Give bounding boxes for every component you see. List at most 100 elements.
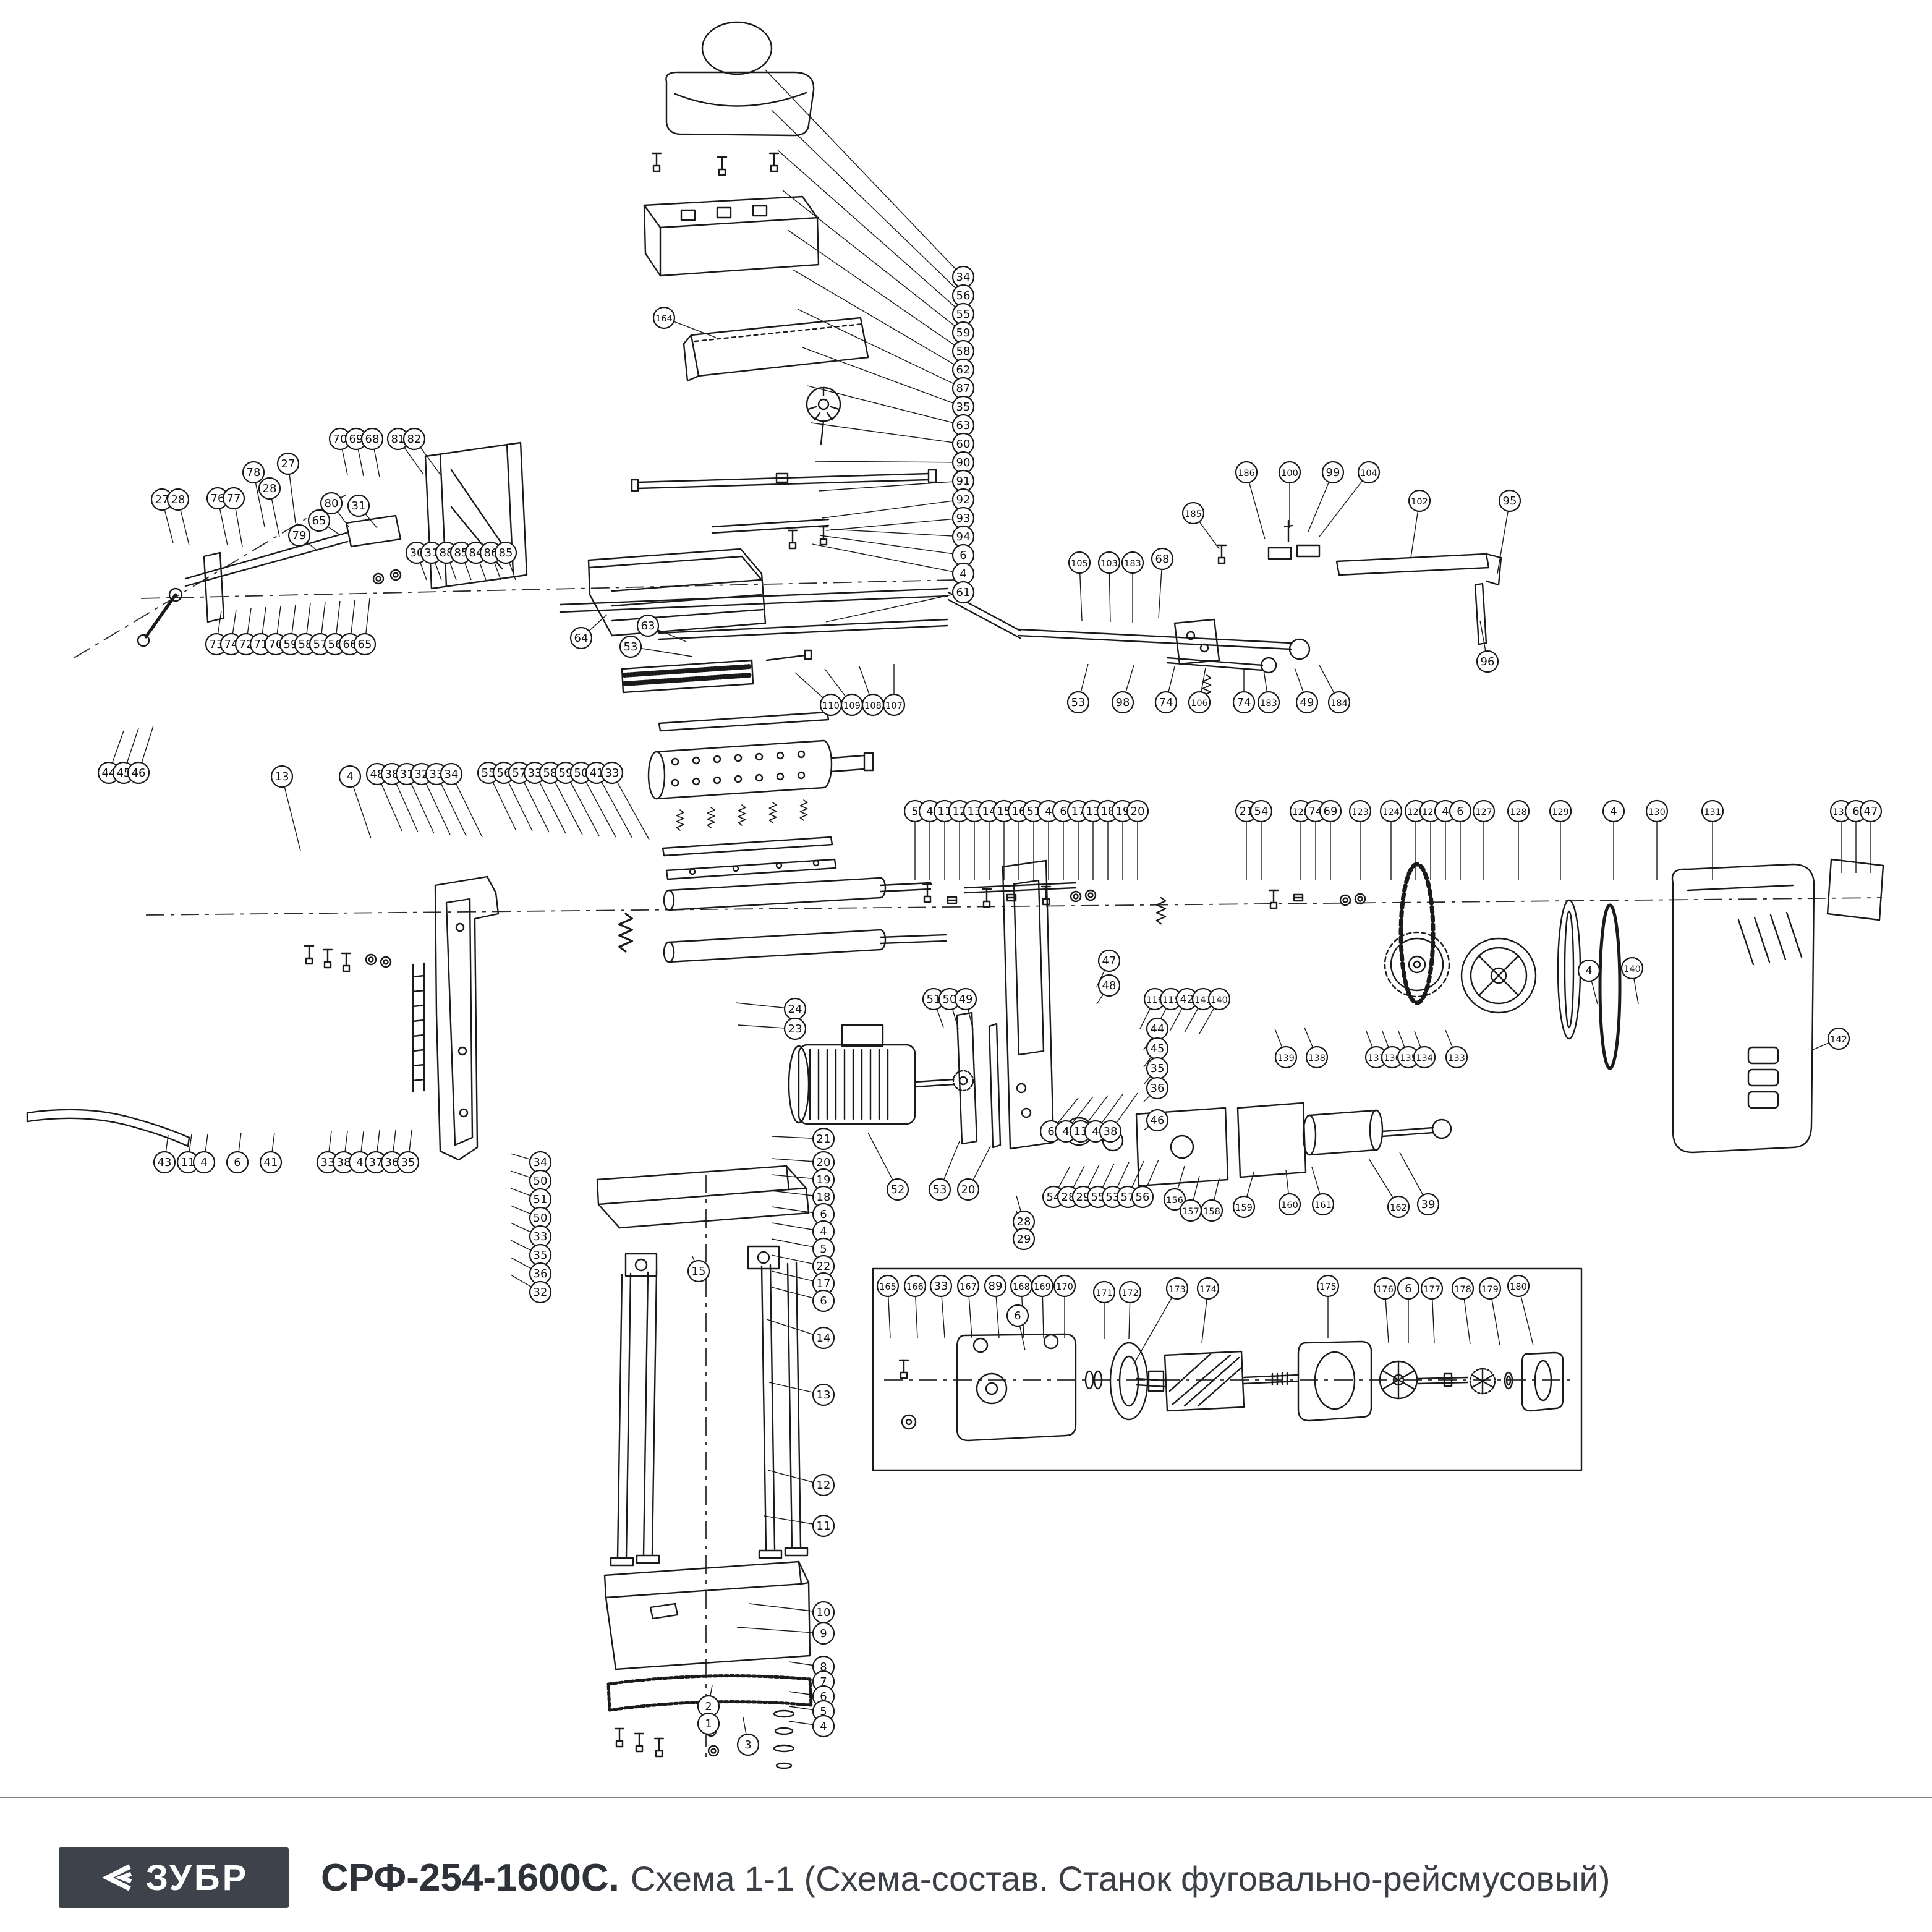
callout-20: 20 (956, 1178, 980, 1201)
callout-116: 116 (1143, 987, 1167, 1011)
svg-text:160: 160 (1281, 1201, 1298, 1211)
callout-136: 136 (1381, 1045, 1404, 1069)
svg-text:48: 48 (1102, 979, 1117, 992)
svg-text:158: 158 (1203, 1207, 1220, 1217)
svg-text:34: 34 (956, 271, 971, 284)
svg-text:18: 18 (817, 1191, 831, 1204)
callout-174: 174 (1196, 1277, 1220, 1300)
center-axes (74, 494, 1883, 1763)
svg-text:44: 44 (1151, 1023, 1165, 1036)
svg-text:3: 3 (744, 1738, 751, 1751)
svg-text:49: 49 (1300, 696, 1314, 709)
svg-text:32: 32 (415, 768, 429, 781)
callout-28: 28 (258, 477, 281, 500)
callout-161: 161 (1311, 1193, 1335, 1216)
svg-text:74: 74 (1159, 696, 1173, 709)
callout-68: 68 (1151, 547, 1174, 571)
svg-text:172: 172 (1121, 1288, 1139, 1298)
svg-text:94: 94 (956, 530, 971, 543)
callout-10: 10 (812, 1601, 835, 1624)
callout-78: 78 (242, 461, 265, 484)
callout-47: 47 (1859, 799, 1883, 823)
callout-6: 6 (226, 1151, 249, 1174)
callout-35: 35 (1146, 1057, 1169, 1080)
svg-text:4: 4 (1045, 805, 1052, 818)
callout-61: 61 (951, 581, 975, 604)
svg-text:46: 46 (132, 767, 146, 780)
callout-13: 13 (270, 765, 294, 788)
svg-text:53: 53 (1106, 1191, 1120, 1204)
callout-33: 33 (529, 1225, 552, 1248)
footer-divider (0, 1797, 1932, 1798)
callout-183: 183 (1121, 551, 1144, 574)
svg-text:47: 47 (1102, 955, 1117, 968)
svg-text:4: 4 (820, 1225, 827, 1238)
svg-text:5: 5 (911, 805, 918, 818)
callout-53: 53 (1066, 691, 1090, 714)
callout-22: 22 (812, 1254, 835, 1278)
callout-64: 64 (569, 626, 593, 650)
cutterblock-part (647, 711, 874, 880)
svg-text:39: 39 (1421, 1198, 1436, 1211)
callout-33: 33 (316, 1151, 339, 1174)
svg-text:50: 50 (534, 1212, 548, 1225)
svg-text:93: 93 (956, 512, 971, 525)
callout-100: 100 (1278, 461, 1301, 484)
svg-text:6: 6 (1405, 1282, 1411, 1295)
rear-fence-rail (1018, 519, 1502, 699)
callout-138: 138 (1305, 1045, 1329, 1069)
svg-text:157: 157 (1182, 1207, 1199, 1217)
callout-108: 108 (861, 693, 885, 717)
svg-text:168: 168 (1013, 1282, 1030, 1292)
svg-text:50: 50 (943, 993, 957, 1006)
housing-bolts (651, 152, 780, 176)
callout-179: 179 (1478, 1277, 1502, 1300)
callout-4: 4 (1577, 959, 1601, 982)
svg-text:12: 12 (953, 805, 967, 818)
svg-text:128: 128 (1510, 807, 1527, 817)
callout-3: 3 (736, 1733, 760, 1756)
callout-36: 36 (1146, 1076, 1169, 1100)
svg-text:161: 161 (1314, 1201, 1332, 1211)
svg-text:64: 64 (574, 632, 589, 645)
callout-54: 54 (1249, 799, 1273, 823)
callout-65: 65 (353, 632, 377, 656)
svg-text:58: 58 (299, 638, 313, 651)
callout-19: 19 (812, 1168, 835, 1191)
svg-text:68: 68 (365, 433, 380, 446)
callout-33: 33 (600, 761, 624, 785)
callout-168: 168 (1010, 1274, 1033, 1298)
svg-text:74: 74 (1237, 696, 1251, 709)
svg-text:57: 57 (513, 767, 527, 780)
svg-text:6: 6 (234, 1156, 240, 1169)
svg-text:130: 130 (1648, 807, 1666, 817)
svg-text:53: 53 (624, 640, 638, 653)
stand-assembly (596, 1165, 813, 1769)
callout-115: 115 (1159, 987, 1183, 1011)
svg-text:88: 88 (440, 547, 454, 560)
handle-part (26, 1109, 190, 1147)
callout-130: 130 (1645, 799, 1669, 823)
callout-53: 53 (619, 635, 642, 658)
zubr-logo-mark (101, 1864, 132, 1891)
callout-55: 55 (477, 761, 500, 785)
svg-text:103: 103 (1100, 559, 1118, 569)
svg-text:184: 184 (1330, 699, 1348, 709)
callout-96: 96 (1476, 650, 1499, 673)
svg-text:27: 27 (155, 493, 169, 506)
svg-text:43: 43 (158, 1156, 172, 1169)
svg-text:35: 35 (1151, 1062, 1165, 1075)
callout-6: 6 (1449, 799, 1472, 823)
svg-text:41: 41 (590, 767, 604, 780)
svg-text:51: 51 (927, 993, 941, 1006)
callout-4: 4 (812, 1714, 835, 1738)
svg-text:55: 55 (956, 308, 971, 321)
callout-129: 129 (1549, 799, 1572, 823)
callout-159: 159 (1232, 1195, 1256, 1219)
svg-text:34: 34 (534, 1156, 548, 1169)
callout-74: 74 (1154, 691, 1178, 714)
svg-text:53: 53 (933, 1183, 947, 1196)
callout-158: 158 (1200, 1199, 1223, 1222)
callout-28: 28 (1012, 1210, 1036, 1233)
svg-text:69: 69 (349, 433, 364, 446)
